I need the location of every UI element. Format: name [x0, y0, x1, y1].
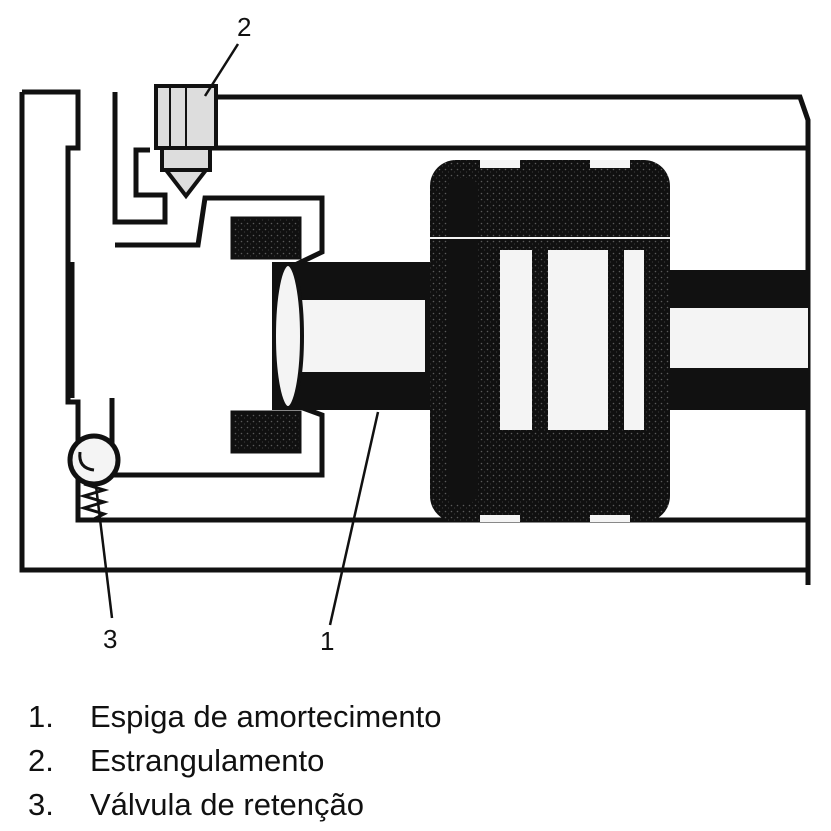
- legend-item-1: 1. Espiga de amortecimento: [28, 695, 788, 739]
- legend-number: 3.: [28, 787, 54, 822]
- callout-2-label: 2: [237, 12, 251, 42]
- piston: [430, 160, 670, 522]
- callout-3-label: 3: [103, 624, 117, 654]
- end-cap-outer-frame: [19, 92, 808, 573]
- throttle-screw: [154, 84, 218, 200]
- end-cap-outline: [22, 89, 808, 523]
- legend-text: Espiga de amortecimento: [90, 699, 442, 734]
- check-valve: [67, 433, 121, 522]
- legend-number: 1.: [28, 699, 54, 734]
- piston-rod: [662, 270, 808, 410]
- callout-2-leader: [203, 43, 240, 97]
- callout-1-leader: [328, 411, 380, 626]
- callout-3-leader: [94, 485, 114, 619]
- legend-item-3: 3. Válvula de retenção: [28, 783, 788, 827]
- legend-number: 2.: [28, 743, 54, 778]
- check-valve-spring: [78, 482, 110, 522]
- lower-seal: [230, 410, 302, 454]
- legend-item-2: 2. Estrangulamento: [28, 739, 788, 783]
- legend-text: Válvula de retenção: [90, 787, 365, 822]
- cylinder-cross-section: 2 3 1: [19, 12, 811, 656]
- cushioning-spigot: [272, 262, 437, 410]
- upper-seal: [230, 216, 302, 260]
- cushion-chamber-upper: [115, 195, 325, 268]
- legend-text: Estrangulamento: [90, 743, 325, 778]
- throttle-channel: [112, 92, 168, 225]
- callout-1-label: 1: [320, 626, 334, 656]
- legend: 1. Espiga de amortecimento 2. Estrangulame…: [28, 695, 788, 827]
